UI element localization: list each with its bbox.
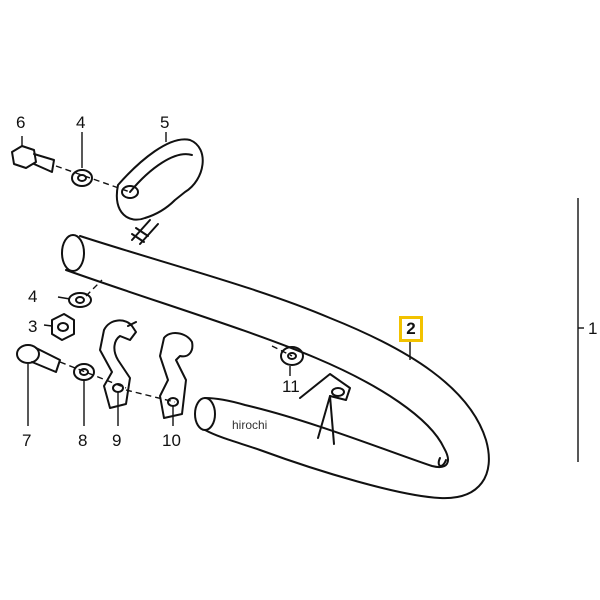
callout-3: 3 [28, 317, 38, 336]
leader-lines [21, 132, 584, 462]
bolt-6 [11, 145, 55, 173]
guard-tube [61, 234, 490, 500]
callout-4-left: 4 [28, 287, 38, 306]
callout-11: 11 [282, 377, 300, 396]
callout-1: 1 [588, 319, 598, 338]
assembly-lines [55, 165, 293, 403]
callout-10: 10 [162, 431, 181, 450]
callout-4-top: 4 [76, 113, 86, 132]
clamp-bracket-5 [115, 138, 204, 245]
callout-7: 7 [22, 431, 32, 450]
callout-8: 8 [78, 431, 88, 450]
callout-2-highlighted[interactable]: 2 [399, 316, 423, 342]
washer-4-top [71, 169, 93, 187]
callout-5: 5 [160, 113, 170, 132]
washer-11 [280, 346, 304, 366]
bracket-10 [159, 332, 194, 419]
callout-9: 9 [112, 431, 122, 450]
watermark-text: hirochi [232, 418, 268, 432]
bolt-7 [16, 344, 61, 373]
support-strut [299, 373, 351, 445]
nut-3 [51, 313, 75, 341]
callout-6: 6 [16, 113, 26, 132]
washer-4-left [68, 292, 92, 308]
